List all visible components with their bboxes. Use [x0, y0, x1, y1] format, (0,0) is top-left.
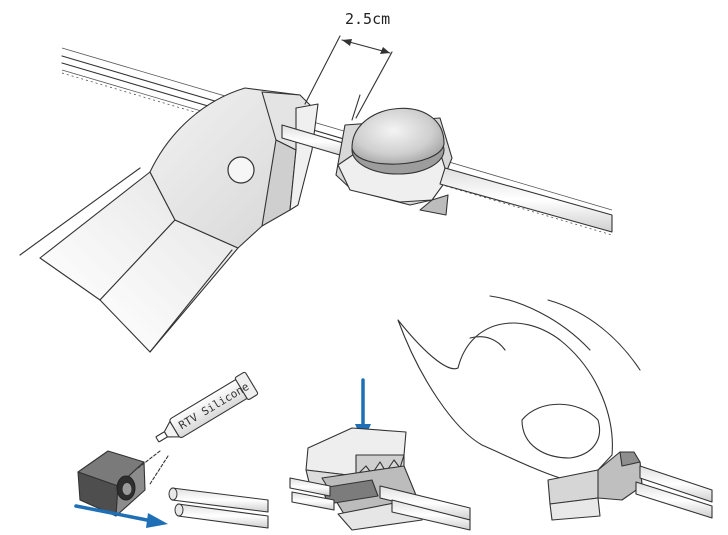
- bottom-middle-scene: [289, 378, 471, 531]
- top-scene: 2.5cm: [19, 10, 613, 353]
- dimension-label: 2.5cm: [345, 10, 390, 28]
- tube-label: RTV Silicone: [177, 380, 252, 432]
- bottom-left-scene: RTV Silicone: [74, 371, 269, 529]
- led-node: [335, 94, 453, 216]
- silicone-tube: RTV Silicone: [155, 371, 259, 443]
- wire-cap: [77, 450, 146, 517]
- bottom-right-scene: [397, 295, 713, 521]
- push-arrow-icon: [74, 504, 168, 528]
- pivot-screw-icon: [227, 156, 255, 184]
- led-dome: [351, 107, 445, 165]
- dimension-marker: 2.5cm: [304, 10, 393, 119]
